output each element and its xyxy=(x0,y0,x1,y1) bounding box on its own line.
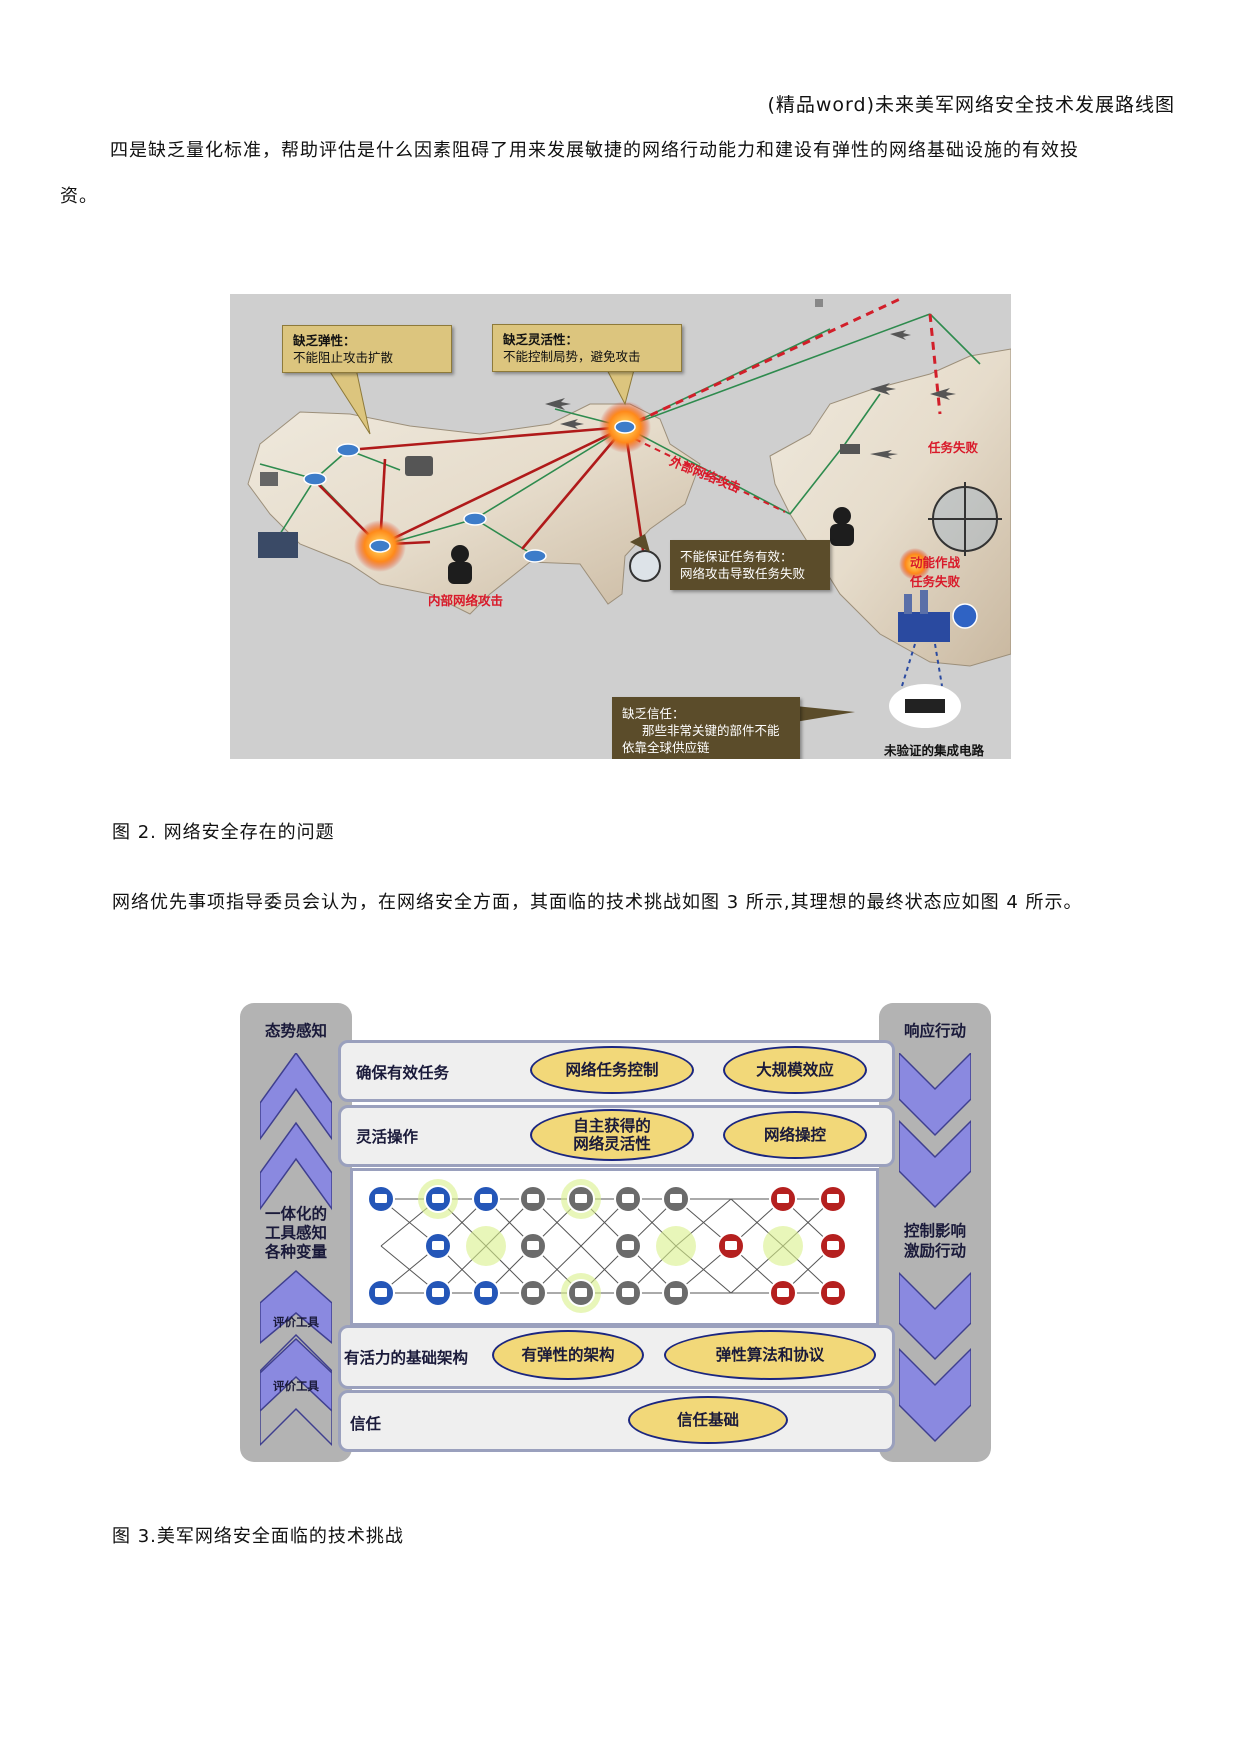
row-trust xyxy=(338,1390,895,1452)
row-label: 灵活操作 xyxy=(356,1128,419,1146)
device-glyph xyxy=(827,1241,839,1250)
device-glyph xyxy=(527,1194,539,1203)
label-internal-attack: 内部网络攻击 xyxy=(428,593,504,608)
text-line: 控制影响 xyxy=(903,1222,966,1240)
device-glyph xyxy=(622,1194,634,1203)
right-panel-title: 响应行动 xyxy=(903,1022,966,1040)
figure-3-caption: 图 3.美军网络安全面临的技术挑战 xyxy=(112,1526,404,1547)
callout-title: 不能保证任务有效： xyxy=(680,549,793,564)
device-glyph xyxy=(575,1288,587,1297)
device-glyph xyxy=(432,1241,444,1250)
callout-mission-assurance: 不能保证任务有效： 网络攻击导致任务失败 xyxy=(670,540,830,590)
label-unverified-chip: 未验证的集成电路 xyxy=(884,743,985,758)
figure-2-caption: 图 2. 网络安全存在的问题 xyxy=(112,822,335,843)
text-line: 激励行动 xyxy=(903,1242,966,1260)
device-glyph xyxy=(670,1194,682,1203)
callout-lack-trust: 缺乏信任： 那些非常关键的部件不能 依靠全球供应链 xyxy=(612,697,800,759)
row-label: 有活力的基础架构 xyxy=(344,1349,469,1367)
device-glyph xyxy=(432,1194,444,1203)
text-line: 一体化的 xyxy=(264,1205,327,1223)
label-kinetic-mission-fail: 动能作战 任务失败 xyxy=(910,552,960,590)
oval-large-scale-effects: 大规模效应 xyxy=(723,1046,867,1094)
factory-icon xyxy=(898,590,978,642)
text-line: 各种变量 xyxy=(264,1243,327,1261)
device-glyph xyxy=(527,1241,539,1250)
oval-cyber-maneuver: 网络操控 xyxy=(723,1111,867,1159)
dish-icon xyxy=(629,550,661,582)
callout-lack-elasticity: 缺乏弹性： 不能阻止攻击扩散 xyxy=(282,325,452,373)
europe-landmass xyxy=(769,348,1011,667)
device-glyph xyxy=(827,1194,839,1203)
oval-resilient-architecture: 有弹性的架构 xyxy=(492,1330,644,1380)
callout-text: 网络攻击导致任务失败 xyxy=(680,566,806,581)
explosion xyxy=(899,548,931,580)
eval-tool-tag: 评价工具 xyxy=(273,1379,319,1393)
text-line: 工具感知 xyxy=(264,1224,327,1242)
oval-trust-foundation: 信任基础 xyxy=(628,1396,788,1444)
callout-title: 缺乏灵活性： xyxy=(503,332,579,347)
right-panel-middle-text: 控制影响 激励行动 xyxy=(879,1221,991,1261)
device-glyph xyxy=(622,1241,634,1250)
row-label: 确保有效任务 xyxy=(356,1064,450,1082)
left-panel-middle-text: 一体化的 工具感知 各种变量 xyxy=(240,1205,352,1262)
label-mission-fail: 任务失败 xyxy=(928,440,979,455)
device-glyph xyxy=(480,1194,492,1203)
device-glyph xyxy=(725,1241,737,1250)
node-glow xyxy=(656,1226,696,1266)
figure-2-map: 缺乏弹性： 不能阻止攻击扩散 缺乏灵活性： 不能控制局势，避免攻击 不能保证任务… xyxy=(230,294,1011,759)
callout-text: 不能阻止攻击扩散 xyxy=(293,350,394,365)
callout-lack-flexibility: 缺乏灵活性： 不能控制局势，避免攻击 xyxy=(492,324,682,372)
left-chevrons xyxy=(260,1053,332,1447)
label-line: 任务失败 xyxy=(910,574,961,589)
callout-text: 那些非常关键的部件不能 xyxy=(642,723,780,738)
node-glow xyxy=(763,1226,803,1266)
eval-tool-tag: 评价工具 xyxy=(273,1315,319,1329)
network-nodes-graphic xyxy=(367,1179,847,1313)
chip-icon xyxy=(905,699,945,713)
figure-3-diagram: 态势感知 一体化的 工具感知 各种变量 评价工具 评价工具 响应行动 控制影响 … xyxy=(240,1003,991,1465)
oval-cyber-mission-control: 网络任务控制 xyxy=(530,1046,694,1094)
device-glyph xyxy=(827,1288,839,1297)
paragraph-line-2: 资。 xyxy=(60,186,98,207)
paragraph-2: 网络优先事项指导委员会认为，在网络安全方面，其面临的技术挑战如图 3 所示,其理… xyxy=(112,892,1083,913)
callout-title: 缺乏弹性： xyxy=(293,333,356,348)
node-glow xyxy=(466,1226,506,1266)
right-chevrons xyxy=(899,1053,971,1443)
callout-title: 缺乏信任： xyxy=(622,706,685,721)
oval-resilient-algorithms: 弹性算法和协议 xyxy=(664,1330,876,1380)
row-label: 信任 xyxy=(350,1415,382,1433)
network-panel xyxy=(350,1168,879,1326)
crosshair-target xyxy=(928,482,1002,556)
paragraph-line-1: 四是缺乏量化标准，帮助评估是什么因素阻碍了用来发展敏捷的网络行动能力和建设有弹性… xyxy=(110,140,1079,161)
device-glyph xyxy=(777,1288,789,1297)
oval-autonomous-agility: 自主获得的 网络灵活性 xyxy=(530,1109,694,1161)
device-glyph xyxy=(480,1288,492,1297)
document-header: (精品word)未来美军网络安全技术发展路线图 xyxy=(767,94,1175,116)
device-glyph xyxy=(777,1194,789,1203)
label-line: 动能作战 xyxy=(910,555,961,570)
device-glyph xyxy=(432,1288,444,1297)
left-panel-title: 态势感知 xyxy=(264,1022,327,1040)
device-glyph xyxy=(575,1194,587,1203)
map-illustration xyxy=(247,297,1011,728)
device-glyph xyxy=(375,1194,387,1203)
device-glyph xyxy=(670,1288,682,1297)
callout-text: 依靠全球供应链 xyxy=(622,740,710,755)
callout-text: 不能控制局势，避免攻击 xyxy=(503,349,641,364)
device-glyph xyxy=(375,1288,387,1297)
device-glyph xyxy=(527,1288,539,1297)
device-glyph xyxy=(622,1288,634,1297)
